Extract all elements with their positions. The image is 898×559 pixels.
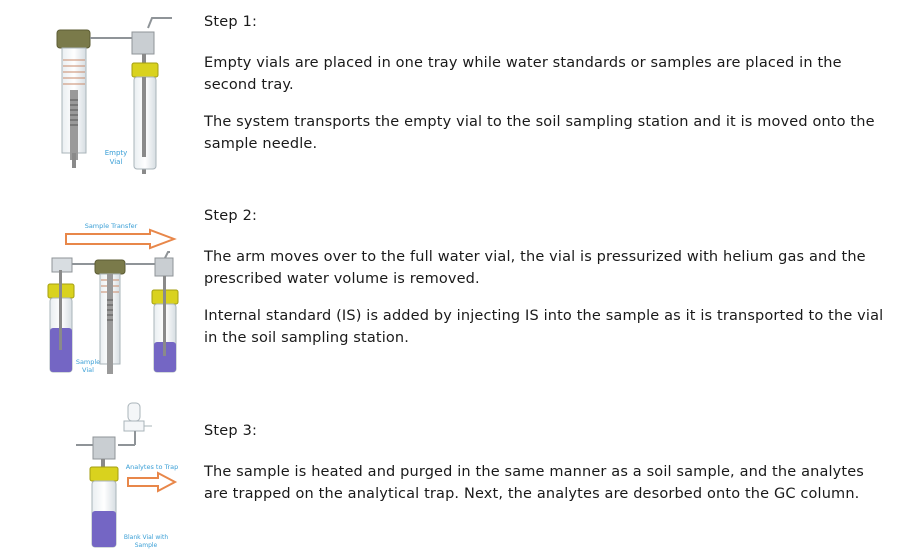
step-3-text: Step 3: The sample is heated and purged … <box>204 423 884 521</box>
step-3-paragraph-1: The sample is heated and purged in the s… <box>204 464 864 502</box>
step-2-paragraph-1: The arm moves over to the full water via… <box>204 249 866 287</box>
analytes-arrow-icon <box>127 471 178 493</box>
step-2-text: Step 2: The arm moves over to the full w… <box>204 208 884 365</box>
step-1-heading: Step 1: <box>204 14 258 30</box>
sample-transfer-label: Sample Transfer <box>85 222 138 230</box>
trap-valve-icon <box>123 402 152 432</box>
soil-station-vial-icon <box>125 251 179 373</box>
empty-label: Empty <box>105 149 128 157</box>
syringe-icon <box>94 259 126 374</box>
step-2-diagram: Sample Transfer Sample Vial <box>47 222 179 374</box>
empty-vial-icon <box>131 54 159 174</box>
vial-label: Vial <box>110 158 123 166</box>
step-2-heading: Step 2: <box>204 208 258 224</box>
step-1-diagram: Empty Vial <box>56 17 172 174</box>
blank-vial-with-sample-icon <box>89 459 119 548</box>
sample-vial-icon <box>47 257 95 373</box>
step-1-paragraph-2: The system transports the empty vial to … <box>204 114 875 152</box>
vial-label-2: Vial <box>82 366 94 374</box>
step-1-text: Step 1: Empty vials are placed in one tr… <box>204 14 884 171</box>
step-3-heading: Step 3: <box>204 423 258 439</box>
step-2-paragraph-2: Internal standard (IS) is added by injec… <box>204 308 884 346</box>
analytes-to-trap-label: Analytes to Trap <box>126 463 179 471</box>
step-1-paragraph-1: Empty vials are placed in one tray while… <box>204 55 842 93</box>
blank-vial-label: Blank Vial with <box>124 534 168 541</box>
sample-transfer-arrow-icon <box>65 228 177 250</box>
sample-label-2: Sample <box>135 542 158 549</box>
step-3-diagram: Analytes to Trap Blank Vial with Sample <box>76 402 179 549</box>
sample-label: Sample <box>76 358 100 366</box>
syringe-icon <box>56 29 91 168</box>
